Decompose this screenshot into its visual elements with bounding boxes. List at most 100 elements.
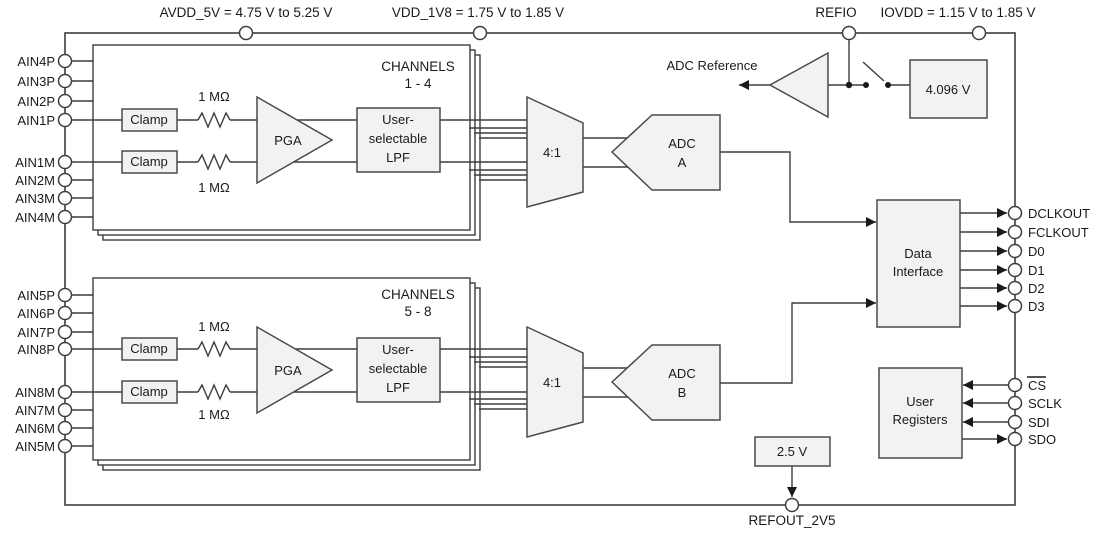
- ain3p-pin: [57, 73, 73, 89]
- supply-pins: AVDD_5V = 4.75 V to 5.25 V VDD_1V8 = 1.7…: [160, 5, 1035, 41]
- internal-reference-block: [909, 59, 988, 119]
- ain1p-label: AIN1P: [17, 113, 55, 128]
- adc-b-label-1: ADC: [668, 366, 695, 381]
- adc-b-label-2: B: [678, 385, 687, 400]
- ain8p-pin: [57, 341, 73, 357]
- d0-label: D0: [1028, 244, 1045, 259]
- ain2m-pin: [57, 172, 73, 188]
- resistor-label-lower-p: 1 MΩ: [198, 319, 230, 334]
- spi-pins: CS SCLK SDI SDO: [1007, 376, 1062, 447]
- sclk-pin: [1007, 395, 1023, 411]
- ain6p-label: AIN6P: [17, 306, 55, 321]
- d2-pin: [1007, 280, 1023, 296]
- refio-junction-dot: [845, 81, 853, 89]
- lpf-label-lower-2: selectable: [369, 361, 428, 376]
- ain8m-label: AIN8M: [15, 385, 55, 400]
- data-interface-label-1: Data: [904, 246, 932, 261]
- adc-a-label-1: ADC: [668, 136, 695, 151]
- avdd-pin: [238, 25, 254, 41]
- channels-1-4-title: CHANNELS: [381, 59, 455, 74]
- cs-pin: [1007, 377, 1023, 393]
- vdd-1v8-pin: [472, 25, 488, 41]
- clamp-label-lower-p: Clamp: [130, 341, 168, 356]
- clamp-label-upper-m: Clamp: [130, 154, 168, 169]
- internal-reference-value: 4.096 V: [926, 82, 971, 97]
- sclk-label: SCLK: [1028, 396, 1062, 411]
- d1-pin: [1007, 262, 1023, 278]
- clamp-label-upper-p: Clamp: [130, 112, 168, 127]
- pga-amp-upper: [256, 95, 334, 185]
- ain7m-pin: [57, 402, 73, 418]
- lpf-label-lower-1: User-: [382, 342, 414, 357]
- mux-4to1-lower: [526, 325, 584, 438]
- iovdd-pin: [971, 25, 987, 41]
- mux-label-upper: 4:1: [543, 145, 561, 160]
- d2-label: D2: [1028, 281, 1045, 296]
- adc-a-label-2: A: [678, 155, 687, 170]
- refio-pin: [841, 25, 857, 41]
- d0-pin: [1007, 243, 1023, 259]
- ain6p-pin: [57, 305, 73, 321]
- dclkout-pin: [1007, 205, 1023, 221]
- d1-label: D1: [1028, 263, 1045, 278]
- ain2p-label: AIN2P: [17, 94, 55, 109]
- d3-label: D3: [1028, 299, 1045, 314]
- ain5p-label: AIN5P: [17, 288, 55, 303]
- fclkout-pin: [1007, 224, 1023, 240]
- d3-pin: [1007, 298, 1023, 314]
- refout-pin-group: REFOUT_2V5: [748, 497, 836, 528]
- ain3m-pin: [57, 190, 73, 206]
- clamp-label-lower-m: Clamp: [130, 384, 168, 399]
- pga-label-lower: PGA: [274, 363, 302, 378]
- cs-label: CS: [1028, 378, 1046, 393]
- sdi-pin: [1007, 414, 1023, 430]
- ain2m-label: AIN2M: [15, 173, 55, 188]
- sdo-pin: [1007, 431, 1023, 447]
- resistor-lower-m: [197, 383, 231, 401]
- pga-label-upper: PGA: [274, 133, 302, 148]
- ain4m-pin: [57, 209, 73, 225]
- ain4p-label: AIN4P: [17, 54, 55, 69]
- ain8m-pin: [57, 384, 73, 400]
- ain3m-label: AIN3M: [15, 191, 55, 206]
- ain8p-label: AIN8P: [17, 342, 55, 357]
- resistor-label-lower-m: 1 MΩ: [198, 407, 230, 422]
- adc-b-block: [610, 344, 721, 421]
- pga-amp-lower: [256, 325, 334, 415]
- sdi-label: SDI: [1028, 415, 1050, 430]
- refio-label: REFIO: [815, 5, 856, 20]
- ain7m-label: AIN7M: [15, 403, 55, 418]
- ain5m-pin: [57, 438, 73, 454]
- ain4m-label: AIN4M: [15, 210, 55, 225]
- switch-right-terminal-dot: [885, 82, 891, 88]
- reference-buffer-amp: [768, 51, 829, 119]
- ain1m-pin: [57, 154, 73, 170]
- ain4p-pin: [57, 53, 73, 69]
- ain5p-pin: [57, 287, 73, 303]
- channels-5-8-range: 5 - 8: [404, 304, 431, 319]
- resistor-upper-p: [197, 111, 231, 129]
- ain6m-pin: [57, 420, 73, 436]
- lpf-label-upper-1: User-: [382, 112, 414, 127]
- analog-input-pins-upper: AIN4P AIN3P AIN2P AIN1P AIN1M AIN2M AIN3…: [15, 53, 73, 225]
- clamp-block-lower-p: [121, 337, 178, 361]
- adc-reference-label: ADC Reference: [666, 58, 757, 73]
- resistor-upper-m: [197, 153, 231, 171]
- clamp-block-upper-m: [121, 150, 178, 174]
- resistor-label-upper-p: 1 MΩ: [198, 89, 230, 104]
- refout-source-block: [754, 436, 831, 467]
- clamp-block-lower-m: [121, 380, 178, 404]
- user-registers-label-1: User: [906, 394, 934, 409]
- ain5m-label: AIN5M: [15, 439, 55, 454]
- user-registers-label-2: Registers: [893, 412, 948, 427]
- user-registers-block: [878, 367, 963, 459]
- ain3p-label: AIN3P: [17, 74, 55, 89]
- ain1m-label: AIN1M: [15, 155, 55, 170]
- channels-1-4-range: 1 - 4: [404, 76, 432, 91]
- lpf-label-lower-3: LPF: [386, 380, 410, 395]
- fclkout-label: FCLKOUT: [1028, 225, 1089, 240]
- avdd-label: AVDD_5V = 4.75 V to 5.25 V: [160, 5, 333, 20]
- refout-label: REFOUT_2V5: [748, 513, 835, 528]
- ain6m-label: AIN6M: [15, 421, 55, 436]
